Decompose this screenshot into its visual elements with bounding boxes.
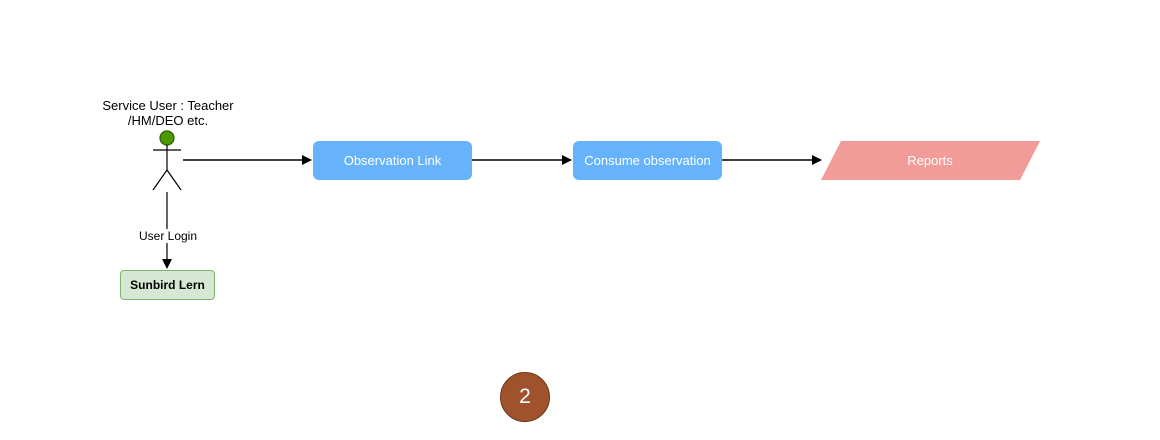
actor-label-line1: Service User : Teacher (102, 98, 234, 113)
user-login-edge-label: User Login (128, 229, 208, 243)
actor-label-line2: /HM/DEO etc. (127, 113, 209, 128)
consume-observation-node[interactable]: Consume observation (573, 141, 722, 180)
actor-head (159, 130, 175, 146)
actor-stick-figure (152, 130, 182, 191)
actor-label: Service User : Teacher /HM/DEO etc. (92, 98, 244, 128)
observation-link-node[interactable]: Observation Link (313, 141, 472, 180)
step-number: 2 (519, 385, 531, 408)
reports-shape[interactable] (821, 141, 1040, 180)
step-number-badge: 2 (500, 372, 550, 422)
sunbird-lern-node[interactable]: Sunbird Lern (120, 270, 215, 300)
reports-label: Reports (907, 153, 953, 168)
consume-observation-label: Consume observation (584, 153, 711, 168)
sunbird-lern-label: Sunbird Lern (130, 278, 205, 292)
observation-link-label: Observation Link (343, 153, 442, 168)
reports-node[interactable]: Reports (840, 141, 1020, 180)
